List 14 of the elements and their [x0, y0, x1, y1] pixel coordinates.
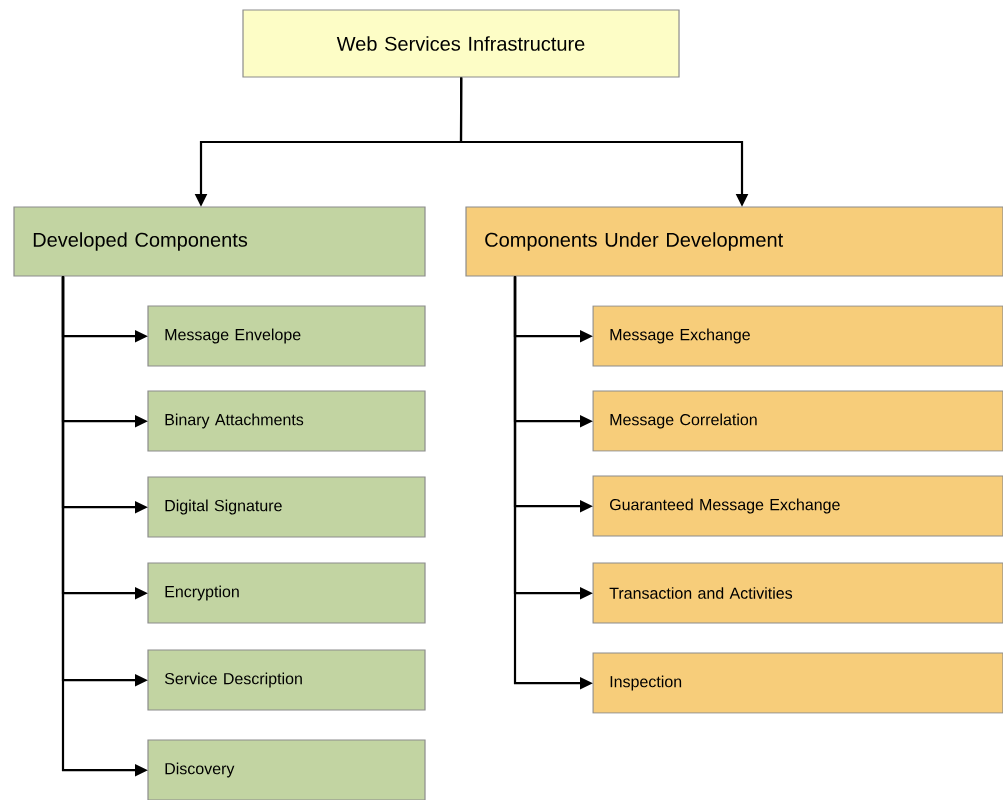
component-box: Message Envelope [147, 305, 426, 367]
title-box: Web Services Infrastructure [242, 9, 680, 78]
category-box: Components Under Development [465, 206, 1003, 277]
category-box: Developed Components [13, 206, 426, 277]
component-box: Transaction and Activities [592, 562, 1003, 624]
component-box: Binary Attachments [147, 390, 426, 452]
component-box: Guaranteed Message Exchange [592, 475, 1003, 537]
component-box: Discovery [147, 739, 426, 800]
component-box: Inspection [592, 652, 1003, 714]
component-box: Message Correlation [592, 390, 1003, 452]
component-box: Digital Signature [147, 476, 426, 538]
component-box: Service Description [147, 649, 426, 711]
component-box: Message Exchange [592, 305, 1003, 367]
component-box: Encryption [147, 562, 426, 624]
